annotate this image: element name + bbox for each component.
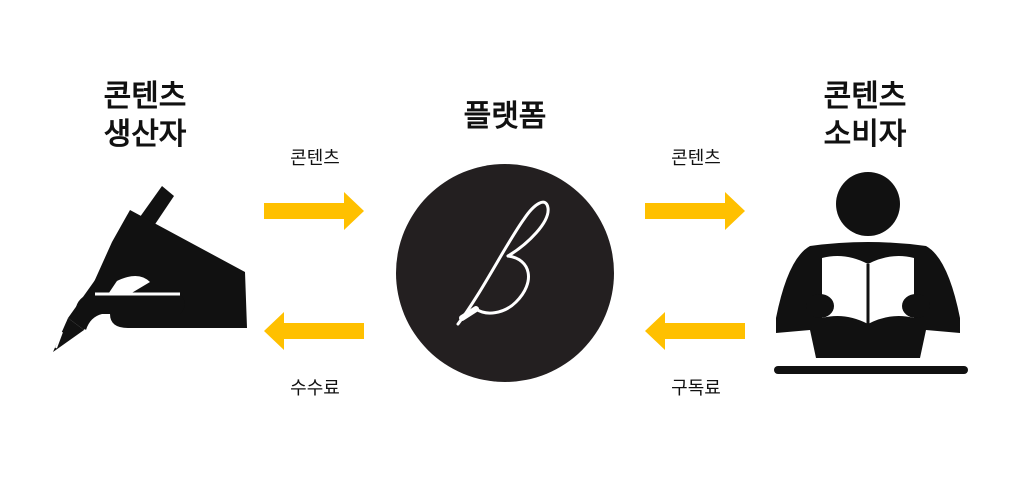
stylized-b-logo xyxy=(456,200,550,326)
content-to-consumer-label: 콘텐츠 xyxy=(671,148,721,169)
arrow-left-icon xyxy=(645,312,745,350)
arrow-left-icon xyxy=(264,312,364,350)
platform-logo xyxy=(396,164,614,382)
person-reading-icon xyxy=(774,172,968,374)
writing-hand-icon xyxy=(53,186,247,352)
fee-label: 수수료 xyxy=(290,378,340,399)
content-to-platform-label: 콘텐츠 xyxy=(290,148,340,169)
producer-title: 콘텐츠 생산자 xyxy=(103,79,187,152)
arrow-right-icon xyxy=(264,192,364,230)
platform-title: 플랫폼 xyxy=(463,99,547,134)
consumer-title: 콘텐츠 소비자 xyxy=(823,79,907,152)
subscription-fee-label: 구독료 xyxy=(671,378,721,399)
arrow-right-icon xyxy=(645,192,745,230)
